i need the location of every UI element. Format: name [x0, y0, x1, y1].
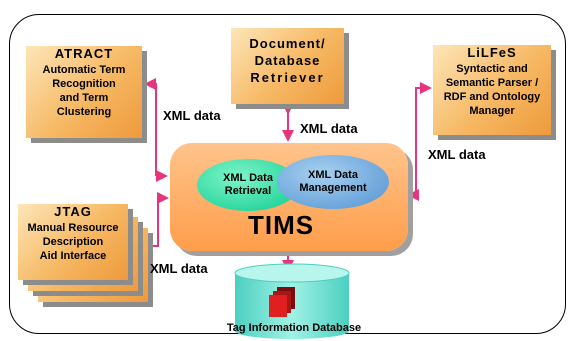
document-stack-icon — [269, 287, 295, 317]
lilfes-line: Semantic Parser / — [445, 77, 539, 89]
lilfes-box: LiLFeS Syntactic and Semantic Parser / R… — [433, 45, 551, 135]
xml-data-label-lilfes: XML data — [428, 147, 486, 162]
retriever-line: Database — [254, 53, 321, 68]
tims-title: TIMS — [248, 210, 315, 240]
atract-connector — [144, 78, 157, 176]
lilfes-line: Manager — [469, 105, 515, 117]
lilfes-line: Syntactic and — [456, 63, 528, 75]
xml-data-management-ellipse: XML Data Management — [277, 155, 389, 209]
xml-data-label-atract: XML data — [163, 108, 221, 123]
database-label: Tag Information Database — [226, 322, 362, 334]
atract-line: and Term — [59, 92, 109, 104]
jtag-title: JTAG — [54, 204, 92, 219]
retriever-box: Document/ Database Retriever — [231, 28, 344, 104]
lilfes-title: LiLFeS — [467, 45, 517, 60]
management-line: XML Data — [308, 169, 358, 181]
jtag-box: JTAG Manual Resource Description Aid Int… — [18, 204, 128, 280]
xml-data-label-retriever: XML data — [300, 121, 358, 136]
atract-line: Automatic Term — [42, 64, 126, 76]
retriever-line: Document/ — [249, 36, 326, 51]
atract-box: ATRACT Automatic Term Recognition and Te… — [26, 46, 142, 138]
jtag-line: Aid Interface — [39, 250, 107, 262]
retrieval-line: Retrieval — [224, 185, 272, 197]
atract-line: Recognition — [52, 78, 116, 90]
retriever-line: Retriever — [250, 70, 325, 85]
lilfes-connector — [415, 82, 432, 195]
atract-title: ATRACT — [54, 46, 114, 61]
jtag-line: Manual Resource — [27, 222, 119, 234]
management-line: Management — [299, 182, 367, 194]
tag-information-database — [234, 263, 350, 339]
lilfes-line: RDF and Ontology — [443, 91, 541, 103]
xml-data-label-jtag: XML data — [150, 261, 208, 276]
retrieval-line: XML Data — [223, 172, 273, 184]
atract-line: Clustering — [56, 106, 112, 118]
jtag-line: Description — [42, 236, 104, 248]
